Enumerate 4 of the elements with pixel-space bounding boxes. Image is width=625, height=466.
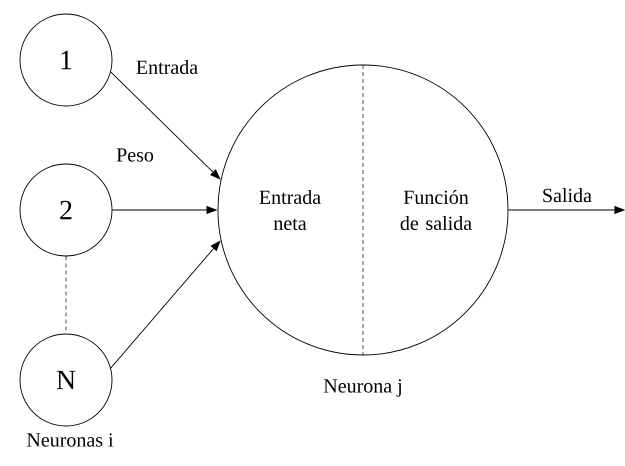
text-label: Entrada: [136, 60, 198, 74]
text-label: Peso: [116, 148, 154, 162]
node-label: Neurona j: [324, 379, 401, 397]
edge-label: Salida: [543, 188, 592, 202]
